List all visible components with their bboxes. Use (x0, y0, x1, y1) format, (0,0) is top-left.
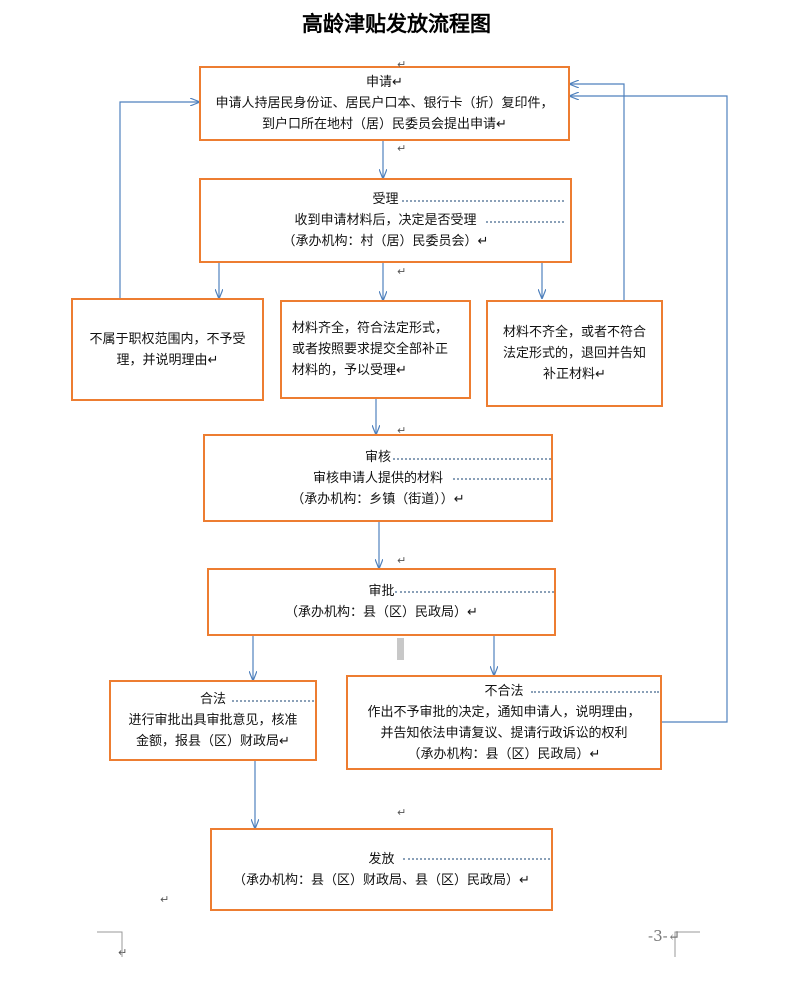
illegal-line-3: （承办机构：县（区）民政局）↵ (407, 746, 601, 762)
approve-heading: 审批 (368, 584, 395, 599)
accept-heading: 受理 (372, 192, 399, 207)
paragraph-mark: ↵ (397, 58, 407, 71)
dotted-leader (486, 221, 564, 223)
outcome-accept-line-3: 材料的，予以受理↵ (292, 363, 407, 378)
dotted-leader (395, 591, 554, 593)
issue-heading: 发放 (368, 851, 395, 867)
legal-line-1: 进行审批出具审批意见，核准 (128, 713, 298, 728)
outcome-return-line-1: 材料不齐全，或者不符合 (502, 325, 646, 340)
arrow-reject-back (119, 102, 199, 298)
accept-line-2: （承办机构：村（居）民委员会）↵ (282, 234, 489, 249)
outcome-accept-line-2: 或者按照要求提交全部补正 (292, 342, 449, 357)
review-line-2: （承办机构：乡镇（街道））↵ (291, 491, 465, 507)
outcome-accept-box: 材料齐全，符合法定形式， 或者按照要求提交全部补正 材料的，予以受理↵ (280, 300, 471, 399)
dotted-leader (402, 200, 564, 202)
accept-line-1: 收到申请材料后，决定是否受理 (294, 213, 477, 228)
arrow-illegal-back (570, 96, 728, 723)
outcome-accept-line-1: 材料齐全，符合法定形式， (292, 321, 449, 336)
paragraph-mark: ↵ (397, 424, 407, 437)
apply-heading: 申请↵ (366, 75, 403, 90)
paragraph-mark: ↵ (397, 265, 407, 278)
page-title: 高龄津贴发放流程图 (302, 12, 491, 36)
page-number: -3-↵ (648, 927, 681, 945)
accept-box: 受理 收到申请材料后，决定是否受理 （承办机构：村（居）民委员会）↵ (199, 178, 572, 263)
legal-box: 合法 进行审批出具审批意见，核准 金额，报县（区）财政局↵ (109, 680, 317, 761)
issue-box: 发放 （承办机构：县（区）财政局、县（区）民政局）↵ (210, 828, 553, 911)
approve-box: 审批 （承办机构：县（区）民政局）↵ (207, 568, 556, 636)
outcome-return-box: 材料不齐全，或者不符合 法定形式的，退回并告知 补正材料↵ (486, 300, 663, 407)
paragraph-mark: ↵ (160, 893, 170, 906)
outcome-reject-line-2: 理，并说明理由↵ (116, 352, 219, 368)
paragraph-mark: ↵ (397, 142, 407, 155)
apply-box: 申请↵ 申请人持居民身份证、居民户口本、银行卡（折）复印件， 到户口所在地村（居… (199, 66, 570, 141)
outcome-return-line-2: 法定形式的，退回并告知 (502, 346, 646, 361)
issue-line-1: （承办机构：县（区）财政局、县（区）民政局）↵ (233, 872, 530, 888)
outcome-return-line-3: 补正材料↵ (543, 367, 606, 382)
approve-line-1: （承办机构：县（区）民政局）↵ (285, 605, 478, 620)
arrow-return-back (570, 84, 625, 300)
apply-line-2: 到户口所在地村（居）民委员会提出申请↵ (262, 117, 507, 132)
dotted-leader (531, 691, 659, 693)
review-line-1: 审核申请人提供的材料 (312, 470, 443, 486)
dotted-leader (403, 858, 550, 860)
outcome-reject-line-1: 不属于职权范围内，不予受 (89, 331, 246, 347)
outcome-reject-box: 不属于职权范围内，不予受 理，并说明理由↵ (71, 298, 264, 401)
apply-line-1: 申请人持居民身份证、居民户口本、银行卡（折）复印件， (215, 96, 554, 111)
dotted-leader (453, 478, 551, 480)
illegal-line-1: 作出不予审批的决定，通知申请人，说明理由， (367, 704, 641, 720)
legal-line-2: 金额，报县（区）财政局↵ (136, 734, 290, 749)
paragraph-mark: ↵ (397, 806, 407, 819)
paragraph-mark: ↵ (397, 554, 407, 567)
illegal-line-2: 并告知依法申请复议、提请行政诉讼的权利 (380, 725, 628, 741)
legal-heading: 合法 (199, 692, 226, 707)
illegal-heading: 不合法 (484, 683, 524, 699)
dotted-leader (393, 458, 551, 460)
paragraph-mark: ↵ (118, 946, 128, 959)
illegal-box: 不合法 作出不予审批的决定，通知申请人，说明理由， 并告知依法申请复议、提请行政… (346, 675, 662, 770)
review-heading: 审核 (364, 449, 391, 465)
dotted-leader (232, 700, 314, 702)
